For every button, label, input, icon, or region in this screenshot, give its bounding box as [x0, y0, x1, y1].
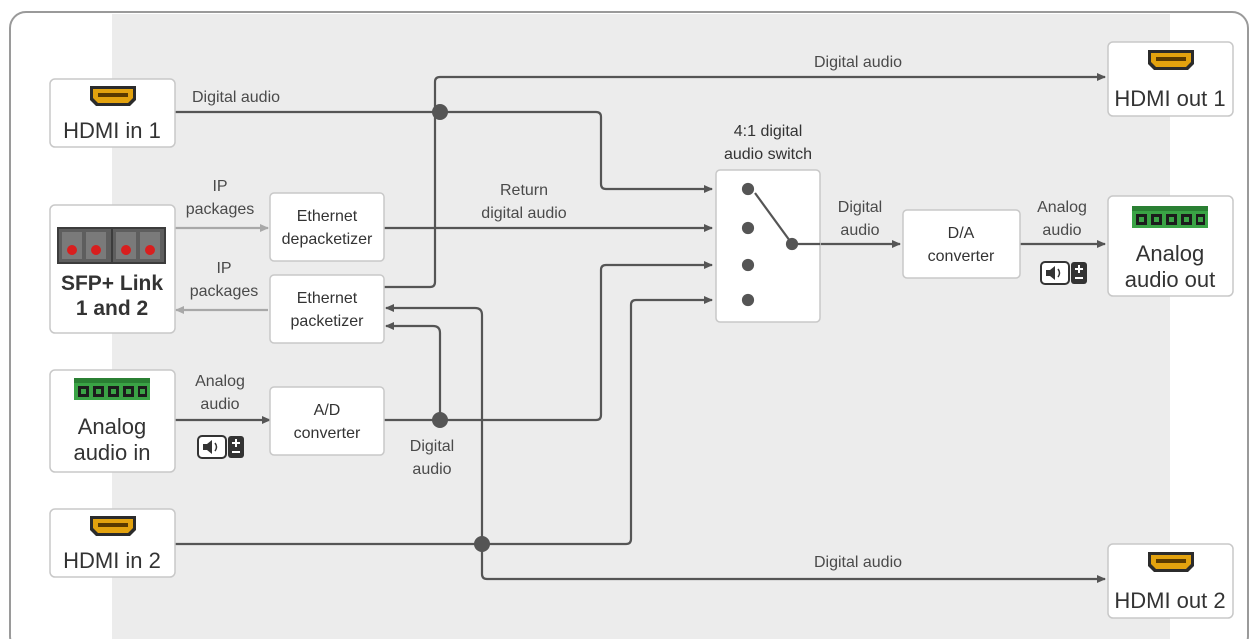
- pack-label-line1: Ethernet: [297, 290, 358, 307]
- label-ad-digital-line1: Digital: [410, 438, 454, 455]
- analog-in-label-line1: Analog: [78, 414, 147, 439]
- analog-audio-out-box: Analog audio out: [1107, 195, 1234, 297]
- analog-audio-in-box: Analog audio in: [49, 369, 176, 473]
- junction-dots: [432, 104, 490, 552]
- label-ip-in-line1: IP: [212, 178, 227, 195]
- label-analog-in-line1: Analog: [195, 373, 245, 390]
- da-label-line2: converter: [928, 248, 995, 265]
- ad-converter-box: A/D converter: [269, 386, 385, 456]
- hdmi-in-1-label: HDMI in 1: [63, 118, 161, 143]
- switch-title-line2: audio switch: [724, 146, 812, 163]
- label-ip-in-line2: packages: [186, 201, 255, 218]
- hdmi-connector-icon: [90, 516, 136, 536]
- sfp-label-line1: SFP+ Link: [61, 272, 163, 295]
- pack-label-line2: packetizer: [291, 313, 365, 330]
- label-analog-in-line2: audio: [200, 396, 239, 413]
- analog-out-label-line2: audio out: [1125, 267, 1216, 292]
- speaker-volume-icon: [197, 435, 245, 459]
- hdmi-in-1-box: HDMI in 1: [49, 78, 176, 148]
- sfp-label-line2: 1 and 2: [76, 297, 148, 320]
- ad-label-line1: A/D: [314, 402, 341, 419]
- hdmi-in-2-box: HDMI in 2: [49, 508, 176, 578]
- label-digital-audio-top: Digital audio: [814, 54, 902, 71]
- label-analog-out-line1: Analog: [1037, 199, 1087, 216]
- label-ip-out-line2: packages: [190, 283, 259, 300]
- hdmi-connector-icon: [1148, 552, 1194, 572]
- ad-label-line2: converter: [294, 425, 361, 442]
- phoenix-terminal-icon: [1132, 206, 1208, 228]
- signal-lines: [175, 73, 1106, 583]
- label-switch-out-line1: Digital: [838, 199, 882, 216]
- hdmi-out-1-label: HDMI out 1: [1114, 86, 1225, 111]
- phoenix-terminal-icon: [74, 378, 150, 400]
- switch-symbol: [741, 182, 820, 307]
- ethernet-depacketizer-box: Ethernet depacketizer: [269, 192, 385, 262]
- depack-label-line2: depacketizer: [282, 231, 373, 248]
- label-return-line1: Return: [500, 182, 548, 199]
- analog-in-label-line2: audio in: [73, 440, 150, 465]
- hdmi-out-2-label: HDMI out 2: [1114, 588, 1225, 613]
- speaker-volume-icon: [1040, 261, 1088, 285]
- hdmi-connector-icon: [1148, 50, 1194, 70]
- da-label-line1: D/A: [948, 225, 975, 242]
- ethernet-packetizer-box: Ethernet packetizer: [269, 274, 385, 344]
- sfp-port-icon: [57, 227, 166, 264]
- da-converter-box: D/A converter: [902, 209, 1021, 279]
- label-return-line2: digital audio: [481, 205, 567, 222]
- audio-switch-box: 4:1 digital audio switch: [715, 123, 821, 323]
- hdmi-out-1-box: HDMI out 1: [1107, 41, 1234, 117]
- label-switch-out-line2: audio: [840, 222, 879, 239]
- hdmi-out-2-box: HDMI out 2: [1107, 543, 1234, 619]
- depack-label-line1: Ethernet: [297, 208, 358, 225]
- hdmi-in-2-label: HDMI in 2: [63, 548, 161, 573]
- label-digital-audio-bottom: Digital audio: [814, 554, 902, 571]
- sfp-link-box: SFP+ Link 1 and 2: [49, 204, 176, 334]
- ip-lines: [175, 224, 269, 314]
- hdmi-connector-icon: [90, 86, 136, 106]
- label-ad-digital-line2: audio: [412, 461, 451, 478]
- switch-title-line1: 4:1 digital: [734, 123, 803, 140]
- label-analog-out-line2: audio: [1042, 222, 1081, 239]
- analog-out-label-line1: Analog: [1136, 241, 1205, 266]
- label-ip-out-line1: IP: [216, 260, 231, 277]
- label-digital-audio-hdmi-in1: Digital audio: [192, 89, 280, 106]
